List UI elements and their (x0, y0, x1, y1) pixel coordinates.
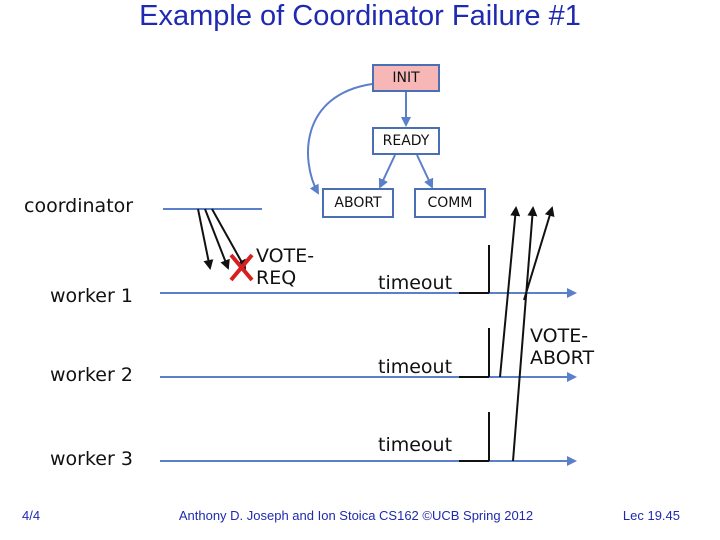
footer-credit: Anthony D. Joseph and Ion Stoica CS162 ©… (178, 508, 534, 523)
timeout1-label: timeout (378, 272, 453, 294)
vote-abort-arrow-1 (499, 206, 521, 378)
state-commit: COMM (414, 188, 486, 218)
vote-req-label: VOTE- REQ (256, 245, 314, 289)
timeout3-label: timeout (378, 434, 453, 456)
vote-req-arrow-2 (204, 208, 230, 270)
vote-abort-line1: VOTE- (530, 325, 589, 347)
failure-cross-icon (229, 253, 254, 282)
state-ready: READY (372, 127, 440, 155)
vote-abort-arrow-3 (523, 206, 555, 301)
init-to-abort-arrow (307, 83, 373, 195)
vote-req-arrow-3 (211, 208, 246, 270)
vote-abort-line2: ABORT (530, 347, 595, 369)
worker3-label: worker 3 (50, 448, 133, 470)
slide-title: Example of Coordinator Failure #1 (139, 0, 581, 32)
vote-req-line1: VOTE- (256, 245, 315, 267)
ready-to-commit-arrow (416, 154, 434, 189)
vote-abort-arrow-2 (512, 206, 538, 462)
state-abort: ABORT (322, 188, 394, 218)
state-init: INIT (372, 64, 440, 92)
page-number: 4/4 (22, 508, 41, 523)
coordinator-label: coordinator (24, 195, 134, 217)
worker2-label: worker 2 (50, 364, 133, 386)
vote-req-line2: REQ (256, 267, 297, 289)
timeout2-label: timeout (378, 356, 453, 378)
vote-req-arrow-1 (197, 208, 214, 270)
vote-abort-label: VOTE- ABORT (530, 325, 594, 369)
worker1-label: worker 1 (50, 285, 133, 307)
lecture-slide-number: Lec 19.45 (622, 508, 680, 523)
ready-to-abort-arrow (378, 154, 396, 189)
